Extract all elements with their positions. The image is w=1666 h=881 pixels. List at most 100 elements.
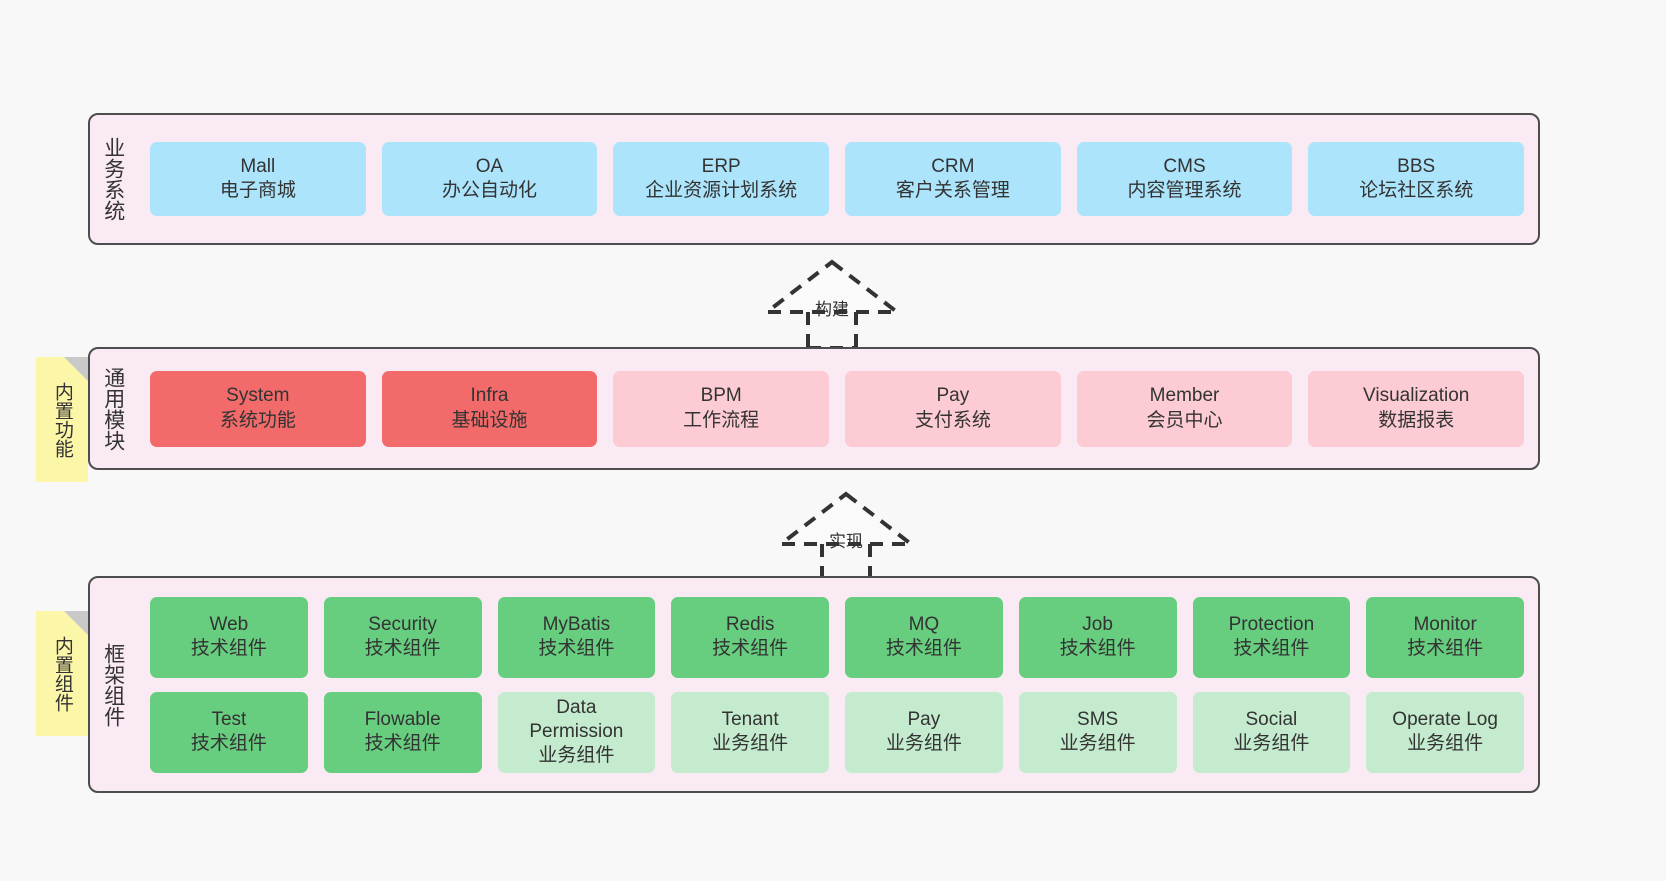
node-operate-log[interactable]: Operate Log 业务组件	[1366, 691, 1524, 773]
node-label-en: Member	[1149, 385, 1220, 407]
node-label-cn: 业务组件	[712, 733, 789, 754]
node-sms[interactable]: SMS 业务组件	[1018, 691, 1177, 773]
layer-common-module: 通用模块 System 系统功能 Infra 基础设施 BPM 工作流程 Pay…	[88, 347, 1540, 470]
node-label-en: Visualization	[1363, 385, 1470, 407]
sticky-note-label: 内置组件	[51, 635, 73, 712]
node-cms[interactable]: CMS 内容管理系统	[1076, 142, 1293, 216]
node-test[interactable]: Test 技术组件	[150, 691, 308, 773]
node-label-en: Test	[211, 708, 247, 730]
node-flowable[interactable]: Flowable 技术组件	[323, 691, 482, 773]
node-pay[interactable]: Pay 支付系统	[845, 370, 1061, 447]
connector-implement-label: 实现	[829, 532, 863, 551]
node-redis[interactable]: Redis 技术组件	[671, 596, 829, 678]
node-label-cn: 业务组件	[885, 733, 962, 754]
node-system[interactable]: System 系统功能	[150, 370, 366, 447]
node-label-en: Tenant	[721, 708, 779, 730]
node-label-en: BBS	[1397, 155, 1436, 177]
node-erp[interactable]: ERP 企业资源计划系统	[613, 142, 830, 216]
node-label-cn: 业务组件	[538, 745, 615, 767]
node-label-cn: 数据报表	[1378, 409, 1455, 431]
node-label-en: Social	[1245, 708, 1298, 730]
node-label-en: Protection	[1228, 613, 1315, 635]
node-mybatis[interactable]: MyBatis 技术组件	[497, 596, 656, 678]
node-label-en: CRM	[931, 155, 975, 177]
node-label-en: Infra	[470, 385, 509, 407]
node-label-cn: 论坛社区系统	[1359, 180, 1474, 201]
node-label-cn: 技术组件	[1407, 638, 1484, 659]
node-protection[interactable]: Protection 技术组件	[1192, 596, 1351, 678]
node-monitor[interactable]: Monitor 技术组件	[1366, 596, 1524, 678]
node-row: Web 技术组件 Security 技术组件 MyBatis 技术组件 Redi…	[150, 596, 1524, 678]
node-label-en: Job	[1082, 613, 1113, 635]
node-label-en: Flowable	[364, 708, 441, 730]
node-label-cn: 电子商城	[219, 180, 296, 201]
node-oa[interactable]: OA 办公自动化	[381, 142, 598, 216]
node-label-en: Operate Log	[1392, 708, 1498, 730]
node-label-en: System	[226, 385, 290, 407]
node-label-cn: 系统功能	[219, 409, 296, 431]
node-label-cn: 技术组件	[190, 638, 267, 659]
node-row: Mall 电子商城 OA 办公自动化 ERP 企业资源计划系统 CRM 客户关系…	[150, 142, 1525, 216]
node-mall[interactable]: Mall 电子商城	[150, 142, 366, 216]
node-label-en: MyBatis	[542, 613, 611, 635]
node-visualization[interactable]: Visualization 数据报表	[1308, 370, 1525, 447]
node-label-cn: 技术组件	[1233, 638, 1310, 659]
node-job[interactable]: Job 技术组件	[1018, 596, 1177, 678]
node-security[interactable]: Security 技术组件	[323, 596, 482, 678]
node-member[interactable]: Member 会员中心	[1076, 370, 1293, 447]
layer-items-framework-component: Web 技术组件 Security 技术组件 MyBatis 技术组件 Redi…	[136, 578, 1538, 791]
node-label-en: Security	[368, 613, 437, 635]
node-label-en: OA	[475, 155, 504, 177]
node-label-en: MQ	[908, 613, 940, 635]
node-crm[interactable]: CRM 客户关系管理	[845, 142, 1061, 216]
node-label-en: Mall	[240, 155, 276, 177]
node-label-en: BPM	[700, 385, 742, 407]
node-bpm[interactable]: BPM 工作流程	[613, 370, 830, 447]
sticky-note-label: 内置功能	[51, 381, 73, 458]
node-label-cn: 基础设施	[451, 409, 528, 431]
node-label-en: ERP	[701, 155, 741, 177]
node-label-cn: 技术组件	[712, 638, 789, 659]
node-label-cn: 支付系统	[914, 409, 991, 431]
node-label-cn: 会员中心	[1146, 409, 1223, 431]
layer-items-business-system: Mall 电子商城 OA 办公自动化 ERP 企业资源计划系统 CRM 客户关系…	[136, 115, 1538, 243]
node-label-cn: 技术组件	[1059, 638, 1136, 659]
node-label-en: SMS	[1077, 708, 1119, 730]
node-row: System 系统功能 Infra 基础设施 BPM 工作流程 Pay 支付系统…	[150, 370, 1525, 447]
layer-title-common-module: 通用模块	[101, 366, 125, 451]
node-label-cn: 办公自动化	[442, 180, 538, 201]
node-label-cn: 工作流程	[683, 409, 760, 431]
node-infra[interactable]: Infra 基础设施	[381, 370, 598, 447]
node-label-en: Monitor	[1413, 613, 1477, 635]
node-label-en: Web	[209, 613, 249, 635]
sticky-note-builtin-functions: 内置功能	[36, 357, 88, 482]
node-social[interactable]: Social 业务组件	[1192, 691, 1351, 773]
node-pay-business[interactable]: Pay 业务组件	[845, 691, 1003, 773]
layer-items-common-module: System 系统功能 Infra 基础设施 BPM 工作流程 Pay 支付系统…	[136, 349, 1538, 468]
node-mq[interactable]: MQ 技术组件	[845, 596, 1003, 678]
node-label-cn: 内容管理系统	[1127, 180, 1242, 201]
node-label-cn: 技术组件	[538, 638, 615, 659]
connector-build-label: 构建	[815, 300, 849, 319]
node-label-cn: 企业资源计划系统	[645, 180, 798, 201]
node-bbs[interactable]: BBS 论坛社区系统	[1308, 142, 1525, 216]
node-label-cn: 技术组件	[885, 638, 962, 659]
node-label-cn: 技术组件	[364, 733, 441, 754]
node-label-cn: 技术组件	[190, 733, 267, 754]
node-label-cn: 客户关系管理	[895, 180, 1010, 201]
node-label-en: CMS	[1163, 155, 1206, 177]
node-web[interactable]: Web 技术组件	[150, 596, 308, 678]
node-label-cn: 技术组件	[364, 638, 441, 659]
node-label-cn: 业务组件	[1233, 733, 1310, 754]
layer-framework-component: 框架组件 Web 技术组件 Security 技术组件 MyBatis 技术组件…	[88, 576, 1540, 793]
sticky-note-builtin-components: 内置组件	[36, 611, 88, 736]
layer-title-business-system: 业务系统	[101, 137, 125, 221]
layer-business-system: 业务系统 Mall 电子商城 OA 办公自动化 ERP 企业资源计划系统 CRM…	[88, 113, 1540, 245]
node-label-en: Pay	[907, 708, 941, 730]
node-tenant[interactable]: Tenant 业务组件	[671, 691, 829, 773]
node-data-permission[interactable]: Data Permission 业务组件	[497, 691, 656, 773]
node-label-cn: 业务组件	[1407, 733, 1484, 754]
layer-title-framework-component: 框架组件	[101, 642, 125, 727]
node-label-en: Data Permission	[529, 696, 624, 742]
node-row: Test 技术组件 Flowable 技术组件 Data Permission …	[150, 691, 1524, 773]
